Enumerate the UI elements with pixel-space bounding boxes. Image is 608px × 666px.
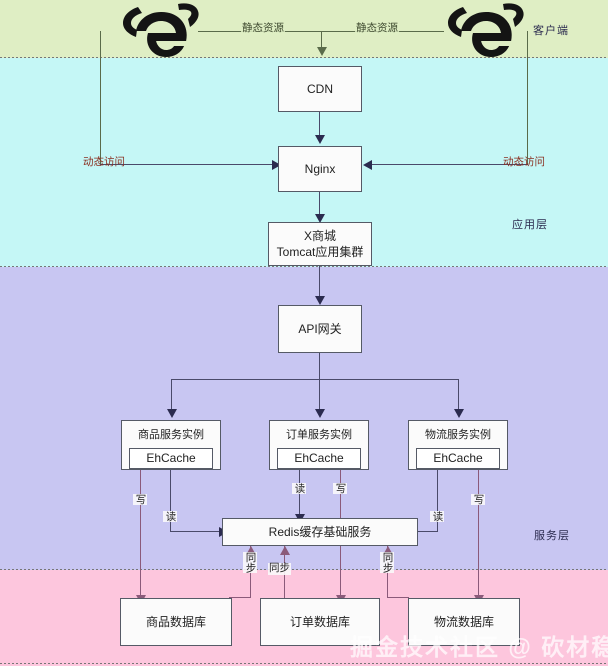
layer-label-app: 应用层: [512, 219, 548, 231]
layer-divider-app-service: [0, 266, 608, 267]
edge-nginx-to-tomcat: [319, 192, 321, 216]
edge-product-read-v: [170, 470, 172, 532]
arrow-dynamic-right-to-nginx: [363, 160, 372, 170]
edge-static-to-cdn: [321, 31, 323, 49]
node-tomcat-cluster[interactable]: X商城 Tomcat应用集群: [268, 222, 372, 266]
edge-dynamic-right-h: [366, 164, 528, 166]
arrow-sync-order-to-redis: [280, 546, 290, 555]
service-product-title: 商品服务实例: [138, 429, 204, 441]
arrow-sync-logistics-to-redis: [383, 546, 393, 555]
ehcache-logistics[interactable]: EhCache: [415, 447, 501, 469]
service-logistics-title: 物流服务实例: [425, 429, 491, 441]
arrow-gateway-to-logistics: [454, 409, 464, 418]
node-service-product[interactable]: 商品服务实例 EhCache: [121, 420, 221, 470]
edge-gateway-to-order: [319, 379, 321, 410]
arrow-cdn-to-nginx: [315, 135, 325, 144]
node-service-logistics[interactable]: 物流服务实例 EhCache: [408, 420, 508, 470]
arrow-gateway-to-product: [167, 409, 177, 418]
edge-label-logistics-read: 读: [430, 511, 444, 522]
edge-gateway-to-product: [171, 379, 173, 410]
edge-gateway-bus: [171, 379, 459, 381]
edge-logistics-write-to-db: [478, 470, 480, 598]
layer-divider-bottom: [0, 663, 608, 664]
arrow-sync-product-to-redis: [246, 546, 256, 555]
layer-divider-service-data: [0, 569, 608, 570]
node-db-product[interactable]: 商品数据库: [120, 598, 232, 646]
node-api-gateway[interactable]: API网关: [278, 305, 362, 353]
edge-sync-product-h: [229, 597, 251, 599]
layer-label-client: 客户端: [533, 25, 569, 37]
arrow-gateway-to-order: [315, 409, 325, 418]
edge-gateway-trunk: [319, 353, 321, 380]
node-db-logistics[interactable]: 物流数据库: [408, 598, 520, 646]
arrow-dynamic-left-to-nginx: [272, 160, 281, 170]
node-redis[interactable]: Redis缓存基础服务: [222, 518, 418, 546]
node-tomcat-line1: X商城: [303, 228, 336, 243]
edge-label-dynamic-left: 动态访问: [83, 156, 125, 168]
edge-label-static-left: 静态资源: [241, 22, 285, 35]
service-order-title: 订单服务实例: [286, 429, 352, 441]
edge-cdn-to-nginx: [319, 112, 321, 137]
layer-divider-client-app: [0, 57, 608, 58]
edge-label-sync-logistics: 同步: [380, 552, 394, 573]
ehcache-product[interactable]: EhCache: [128, 447, 214, 469]
arrow-static-to-cdn: [317, 47, 327, 56]
arrow-nginx-to-tomcat: [315, 214, 325, 223]
edge-label-logistics-write: 写: [471, 494, 485, 505]
node-db-order[interactable]: 订单数据库: [260, 598, 380, 646]
node-service-order[interactable]: 订单服务实例 EhCache: [269, 420, 369, 470]
node-tomcat-line2: Tomcat应用集群: [276, 245, 364, 259]
edge-sync-logistics-h: [387, 597, 409, 599]
edge-dynamic-right-v: [527, 31, 529, 165]
edge-label-sync-product: 同步: [243, 552, 257, 573]
layer-label-service: 服务层: [534, 530, 570, 542]
edge-dynamic-left-v: [100, 31, 102, 165]
edge-dynamic-left-h: [100, 164, 275, 166]
node-nginx[interactable]: Nginx: [278, 146, 362, 192]
edge-label-product-write: 写: [133, 494, 147, 505]
edge-label-sync-order: 同步: [268, 562, 291, 575]
ehcache-order[interactable]: EhCache: [276, 447, 362, 469]
edge-logistics-read-h: [417, 531, 438, 533]
edge-label-static-right: 静态资源: [355, 22, 399, 35]
node-cdn[interactable]: CDN: [278, 66, 362, 112]
edge-product-read-h: [170, 531, 222, 533]
ie-browser-icon-right: [448, 3, 524, 57]
watermark: 掘金技术社区 @ 砍材稳头: [350, 634, 608, 660]
edge-gateway-to-logistics: [458, 379, 460, 410]
edge-label-dynamic-right: 动态访问: [503, 156, 545, 168]
edge-product-write-to-db: [140, 470, 142, 598]
edge-label-order-write: 写: [333, 483, 347, 494]
arrow-tomcat-to-gateway: [315, 296, 325, 305]
edge-logistics-read-v: [437, 470, 439, 532]
edge-label-order-read: 读: [292, 483, 306, 494]
edge-order-read-to-redis: [299, 470, 301, 518]
ie-browser-icon-left: [123, 3, 199, 57]
edge-label-product-read: 读: [163, 511, 177, 522]
edge-tomcat-to-gateway: [319, 266, 321, 299]
